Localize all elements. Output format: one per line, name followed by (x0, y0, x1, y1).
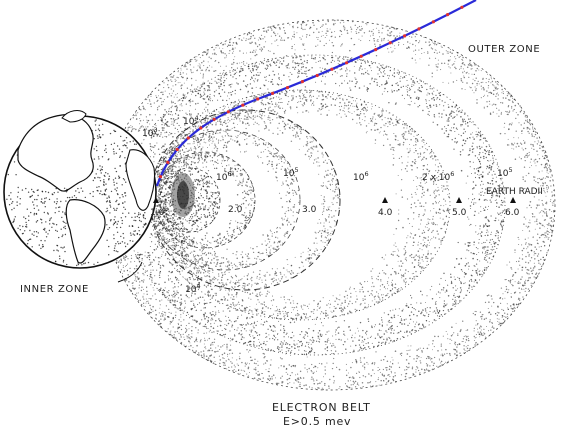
trajectory-markers (158, 5, 464, 179)
trajectory-marker (315, 73, 319, 78)
radius-label-6: 6.0 (505, 208, 520, 218)
radius-label-4: 4.0 (378, 208, 393, 218)
trajectory-marker (241, 103, 245, 107)
trajectory-marker (359, 54, 363, 58)
trajectory-marker (226, 110, 230, 114)
outer-belt-contour-2 (124, 54, 506, 356)
intensity-label-10-3: 103 (142, 126, 158, 139)
trajectory-marker (417, 27, 421, 31)
trajectory-marker (460, 5, 464, 9)
ocean-shading (6, 119, 147, 267)
trajectory (155, 0, 477, 187)
radius-tick-1 (153, 197, 159, 203)
radius-label-1: 1.0 (150, 208, 165, 218)
stippled-belt-regions (116, 19, 556, 391)
intensity-label-10-5-inner: 105 (283, 166, 299, 179)
inner-core (171, 173, 195, 217)
trajectory-marker (212, 117, 216, 121)
radius-label-3: 3.0 (302, 205, 317, 215)
inner-belt-contour-4 (159, 167, 221, 233)
outer-zone-label: OUTER ZONE (468, 44, 540, 55)
trajectory-marker (300, 80, 304, 84)
trajectory-marker (175, 147, 179, 152)
trajectory-marker (345, 61, 349, 65)
intensity-label-10-6-inner: 106 (216, 170, 232, 183)
inner-zone-label: INNER ZONE (20, 284, 89, 295)
radius-label-5: 5.0 (452, 208, 467, 218)
intensity-label-10-4-lower: 104 (185, 282, 201, 295)
south-america-landmass (65, 199, 106, 264)
trajectory-marker (256, 97, 260, 101)
inner-zone-pointer (117, 261, 143, 283)
radius-tick-5 (456, 197, 462, 203)
trajectory-marker (330, 67, 334, 71)
africa-landmass (125, 149, 156, 211)
trajectory-marker (186, 136, 190, 140)
radius-label-2: 2.0 (228, 205, 243, 215)
radius-tick-4 (382, 197, 388, 203)
trajectory-marker (446, 13, 450, 17)
outer-belt-contour-3 (149, 89, 451, 321)
radius-tick-6 (510, 197, 516, 203)
trajectory-marker (271, 91, 275, 95)
trajectory-marker (374, 48, 378, 52)
intensity-label-10-6-outer: 106 (353, 170, 369, 183)
radius-markers (153, 197, 516, 203)
trajectory-marker (158, 175, 163, 179)
intensity-label-10-4-upper: 104 (183, 114, 199, 127)
caption-title: ELECTRON BELT (272, 401, 371, 414)
trajectory-marker (431, 20, 435, 24)
caption-subtitle: E>0.5 mev (283, 415, 351, 428)
inner-belt-contour-3 (154, 151, 256, 249)
trajectory-marker (199, 126, 203, 130)
trajectory-marker (388, 41, 392, 45)
spacecraft-trajectory-line (155, 0, 477, 187)
trajectory-marker (403, 34, 407, 38)
trajectory-marker (166, 160, 170, 164)
earth-globe (3, 110, 157, 269)
intensity-label-2x10-6: 2 x 106 (422, 170, 454, 183)
intensity-label-10-5-outer: 105 (497, 166, 513, 179)
earth-radii-label: EARTH RADII (486, 187, 543, 197)
trajectory-marker (285, 86, 290, 90)
